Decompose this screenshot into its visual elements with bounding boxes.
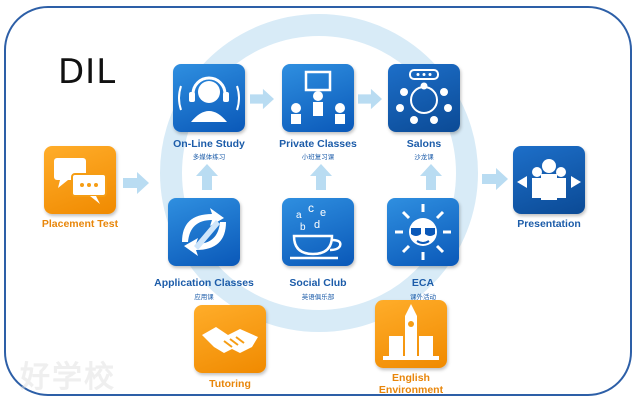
salons-tile xyxy=(388,64,460,132)
online-study-tile xyxy=(173,64,245,132)
svg-text:b: b xyxy=(300,222,306,233)
social-club-label: Social Club xyxy=(289,277,347,289)
swirl-pen-icon xyxy=(182,208,226,256)
landmark-building-icon xyxy=(383,304,439,360)
online-study-sublabel: 多媒体练习 xyxy=(192,154,226,161)
chat-bubbles-icon xyxy=(54,158,107,204)
svg-text:d: d xyxy=(314,219,320,231)
rounded-frame xyxy=(4,6,632,396)
private-classes-sublabel: 小班复习课 xyxy=(301,154,335,161)
coffee-cup-letters-icon: a c e b d xyxy=(290,201,342,260)
private-classes-label: Private Classes xyxy=(279,138,357,150)
svg-text:a: a xyxy=(296,210,302,221)
arrow-right-icon xyxy=(482,168,508,190)
online-study-label: On-Line Study xyxy=(173,138,245,150)
arrow-right-icon xyxy=(358,88,382,110)
english-environment-label: English Environment xyxy=(378,372,444,396)
eca-label: ECA xyxy=(411,277,435,289)
salons-sublabel: 沙龙课 xyxy=(414,154,434,161)
arrow-right-icon xyxy=(250,88,274,110)
tutoring-tile xyxy=(194,305,266,373)
arrow-up-icon xyxy=(310,164,332,190)
handshake-icon xyxy=(202,327,258,353)
svg-text:e: e xyxy=(320,207,326,219)
placement-test-tile xyxy=(44,146,116,214)
diagram-title: DIL xyxy=(58,52,117,92)
english-environment-tile xyxy=(375,300,447,368)
presenter-audience-icon xyxy=(517,159,581,200)
presentation-label: Presentation xyxy=(517,218,581,230)
teacher-students-icon xyxy=(291,70,345,124)
application-classes-tile xyxy=(168,198,240,266)
eca-sublabel: 课外活动 xyxy=(410,294,436,301)
group-discussion-icon xyxy=(396,69,452,124)
placement-test-label: Placement Test xyxy=(41,218,119,230)
eca-tile xyxy=(387,198,459,266)
sun-sunglasses-icon xyxy=(395,204,451,260)
arrow-right-icon xyxy=(123,172,149,194)
presentation-tile xyxy=(513,146,585,214)
headset-person-icon xyxy=(178,76,240,122)
private-classes-tile xyxy=(282,64,354,132)
watermark-text: 好学校 xyxy=(20,361,116,394)
social-club-tile: a c e b d xyxy=(282,198,354,266)
application-classes-label: Application Classes xyxy=(154,277,254,289)
application-classes-sublabel: 应用课 xyxy=(194,294,214,301)
arrow-up-icon xyxy=(420,164,442,190)
salons-label: Salons xyxy=(406,138,442,150)
svg-text:c: c xyxy=(308,201,314,215)
tutoring-label: Tutoring xyxy=(209,378,251,390)
arrow-up-icon xyxy=(196,164,218,190)
social-club-sublabel: 英语俱乐部 xyxy=(301,294,335,301)
